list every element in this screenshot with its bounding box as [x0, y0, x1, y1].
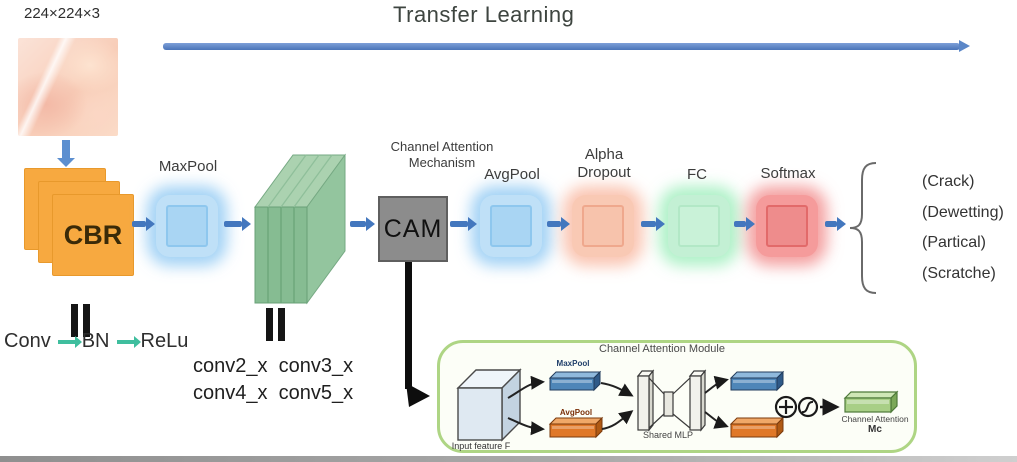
inset-title: Channel Attention Module [599, 343, 725, 355]
cbr-legend: Conv BN ReLu [4, 330, 188, 353]
maxpool-label: MaxPool [158, 158, 218, 175]
conv-layers-line2: conv4_x conv5_x [193, 382, 354, 404]
page-title: Transfer Learning [393, 2, 575, 27]
down-arrow-icon [57, 140, 75, 167]
flow-arrow-icon [224, 217, 251, 231]
maxpool-block [156, 195, 218, 257]
equals-icon [266, 308, 285, 341]
input-dimensions-label: 224×224×3 [24, 5, 100, 22]
output-class-crack: (Crack) [922, 173, 975, 190]
cbr-block: CBR [52, 194, 134, 276]
flow-arrow-icon [825, 217, 846, 231]
fc-block [668, 195, 730, 257]
softmax-block-core [766, 205, 808, 247]
legend-relu-label: ReLu [140, 330, 189, 352]
avgpool-label: AvgPool [484, 166, 540, 183]
alpha-dropout-block [572, 195, 634, 257]
cam-block: CAM [378, 196, 448, 262]
alpha-dropout-block-core [582, 205, 624, 247]
fc-label: FC [687, 166, 707, 183]
cam-caption-line2: Mechanism [408, 154, 476, 170]
output-class-dewetting: (Dewetting) [922, 204, 1004, 221]
transfer-learning-arrow-line [163, 40, 970, 52]
conv-stack-block [254, 153, 346, 305]
flow-arrow-icon [734, 217, 755, 231]
inset-output-symbol: Mc [868, 424, 882, 435]
flow-arrow-icon [350, 217, 375, 231]
inset-maxpool-label: MaxPool [556, 359, 590, 368]
inset-output-caption: Channel Attention [841, 414, 909, 424]
equals-icon [71, 304, 90, 337]
alpha-label-line1: Alpha [584, 146, 624, 163]
softmax-block [756, 195, 818, 257]
teal-arrow-icon [57, 335, 82, 348]
inset-avgpool-label: AvgPool [559, 408, 593, 417]
flow-arrow-icon [450, 217, 477, 231]
cam-caption-line1: Channel Attention [390, 139, 494, 154]
fc-block-core [678, 205, 720, 247]
teal-arrow-icon [116, 335, 141, 348]
softmax-label: Softmax [760, 165, 816, 182]
output-class-scratche: (Scratche) [922, 265, 996, 282]
cam-caption: Channel Attention Mechanism [368, 139, 516, 170]
maxpool-block-core [166, 205, 208, 247]
flow-arrow-icon [547, 217, 570, 231]
output-class-partical: (Partical) [922, 234, 987, 251]
flow-arrow-icon [641, 217, 665, 231]
conv-layers-line1: conv2_x conv3_x [193, 355, 354, 377]
inset-input-feature-label: Input feature F [451, 441, 511, 451]
bottom-divider [0, 456, 1017, 462]
avgpool-block-core [490, 205, 532, 247]
cam-to-inset-arrow [405, 262, 430, 407]
legend-bn-label: BN [81, 330, 110, 352]
output-brace-icon [849, 162, 877, 294]
avgpool-block [480, 195, 542, 257]
inset-shared-mlp-label: Shared MLP [642, 430, 694, 440]
flow-arrow-icon [132, 217, 155, 231]
input-image-thumbnail [18, 38, 118, 136]
legend-conv-label: Conv [4, 330, 51, 352]
alpha-label-line2: Dropout [577, 164, 631, 181]
